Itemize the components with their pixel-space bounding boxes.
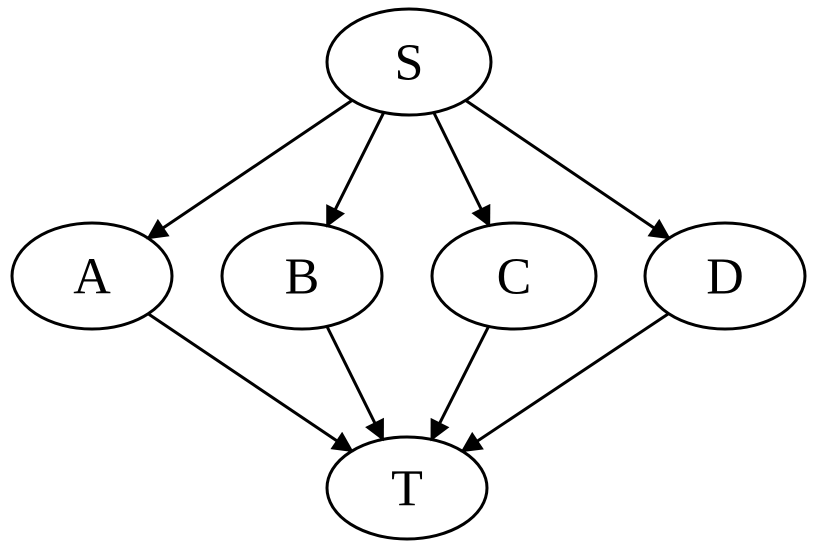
edge-A-T xyxy=(147,312,354,453)
node-label-S: S xyxy=(395,35,424,92)
node-ellipse-B xyxy=(220,221,384,331)
edges-layer xyxy=(146,99,671,453)
edge-B-T xyxy=(325,325,385,442)
edge-S-C xyxy=(432,111,491,228)
node-label-A: A xyxy=(73,249,111,306)
edge-S-D xyxy=(464,99,671,240)
node-ellipse-C xyxy=(430,221,598,331)
node-C: C xyxy=(430,221,598,331)
node-ellipse-T xyxy=(325,435,489,541)
nodes-layer: S A B C D T xyxy=(10,7,807,541)
node-D: D xyxy=(643,221,807,331)
node-ellipse-A xyxy=(10,221,174,331)
edge-S-B xyxy=(325,111,386,228)
node-label-C: C xyxy=(497,249,532,306)
node-S: S xyxy=(325,7,493,117)
node-ellipse-D xyxy=(643,221,807,331)
node-ellipse-S xyxy=(325,7,493,117)
node-A: A xyxy=(10,221,174,331)
node-label-B: B xyxy=(285,249,320,306)
edge-C-T xyxy=(430,325,490,442)
node-B: B xyxy=(220,221,384,331)
edge-D-T xyxy=(460,312,670,453)
node-T: T xyxy=(325,435,489,541)
node-label-D: D xyxy=(706,249,744,306)
edge-S-A xyxy=(146,99,354,240)
node-label-T: T xyxy=(391,461,423,518)
